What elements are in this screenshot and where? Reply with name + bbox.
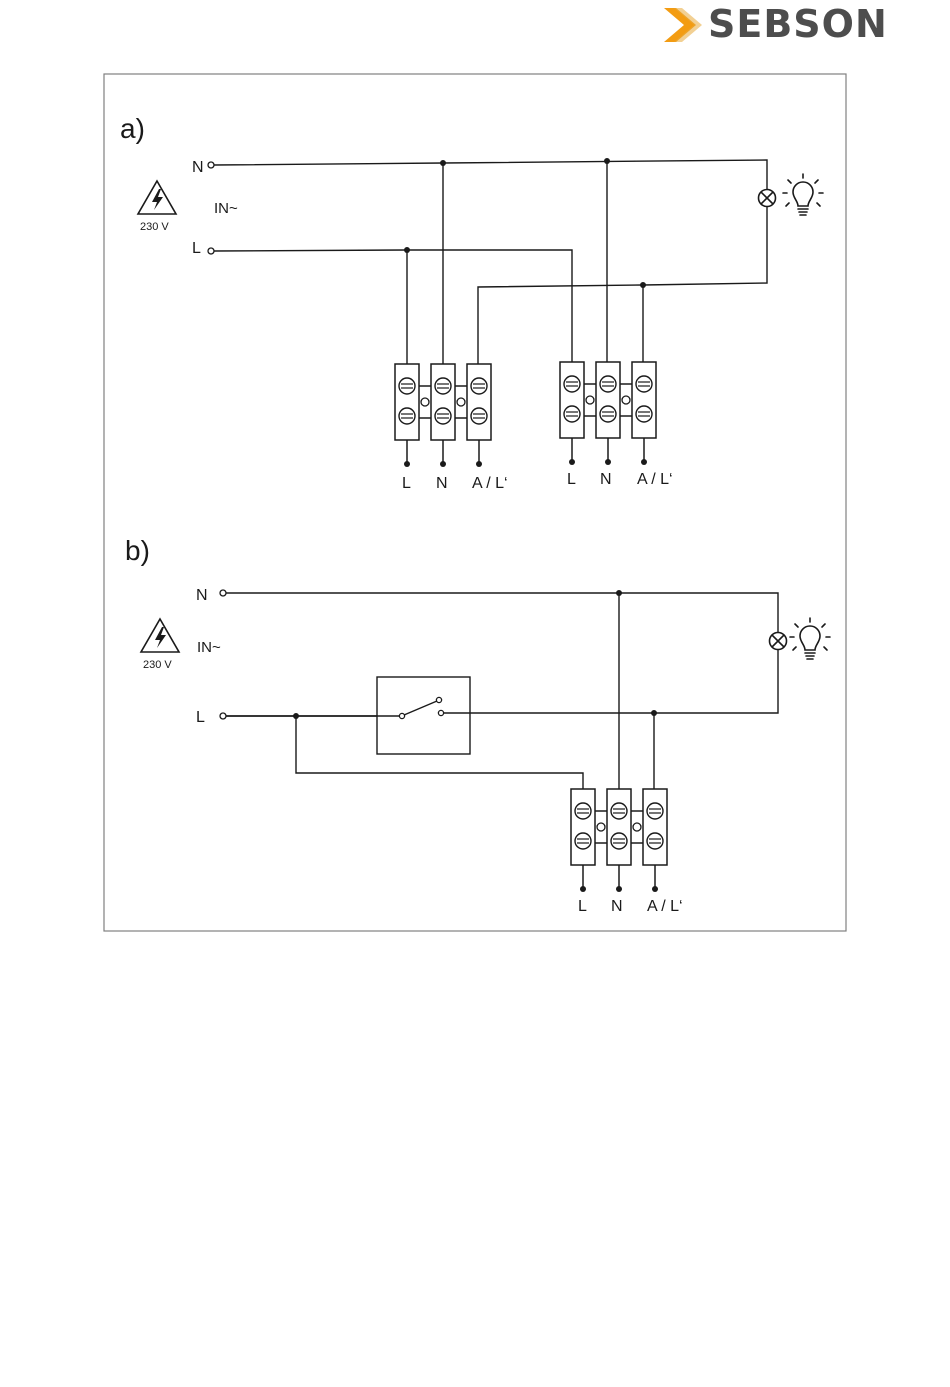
panel-b-wires (226, 593, 778, 792)
panel-b: b) N L IN~ 230 V (125, 535, 830, 915)
panel-a-block2-l-label: L (567, 471, 576, 488)
panel-b-block1-a-label: A / L‘ (647, 898, 683, 915)
panel-a-label: a) (120, 113, 145, 144)
panel-b-terminal-block-1 (571, 789, 667, 892)
panel-a-n-label: N (192, 159, 204, 176)
panel-a-n-terminal-dot (208, 162, 214, 168)
panel-a-terminal-block-1 (395, 364, 491, 467)
panel-a-wires (214, 160, 767, 364)
panel-a-l-terminal-dot (208, 248, 214, 254)
switch-icon (226, 677, 470, 754)
panel-a-block1-l-label: L (402, 475, 411, 492)
panel-a-in-label: IN~ (214, 200, 238, 217)
light-bulb-icon (783, 174, 823, 215)
panel-b-block1-n-label: N (611, 898, 623, 915)
panel-a-block1-n-label: N (436, 475, 448, 492)
panel-a-voltage-label: 230 V (140, 221, 169, 233)
panel-b-block1-l-label: L (578, 898, 587, 915)
panel-b-n-label: N (196, 587, 208, 604)
panel-b-voltage-label: 230 V (143, 659, 172, 671)
warning-icon (138, 181, 176, 214)
panel-a: a) N L IN~ 230 V L N A / L‘ L N A / L‘ (120, 113, 823, 492)
panel-b-label: b) (125, 535, 150, 566)
panel-b-l-label: L (196, 709, 205, 726)
panel-b-junctions (293, 590, 657, 719)
warning-icon (141, 619, 179, 652)
panel-b-l-terminal-dot (220, 713, 226, 719)
lamp-symbol-icon (770, 633, 787, 650)
panel-a-terminal-block-2 (560, 362, 656, 465)
light-bulb-icon (790, 618, 830, 659)
panel-a-junctions (404, 158, 646, 288)
panel-a-block1-a-label: A / L‘ (472, 475, 508, 492)
panel-a-block2-n-label: N (600, 471, 612, 488)
lamp-symbol-icon (759, 190, 776, 207)
panel-a-block2-a-label: A / L‘ (637, 471, 673, 488)
panel-a-l-label: L (192, 240, 201, 257)
panel-b-in-label: IN~ (197, 639, 221, 656)
panel-b-n-terminal-dot (220, 590, 226, 596)
